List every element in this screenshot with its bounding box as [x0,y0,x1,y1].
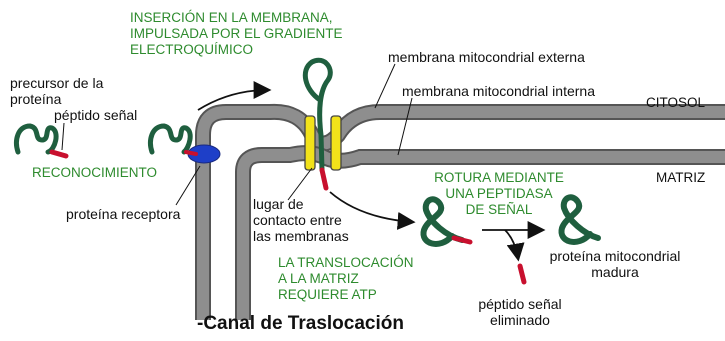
channel-left-pore [304,115,316,171]
cleavage-line-1: ROTURA MEDIANTE [434,170,564,185]
translocation-label: LA TRANSLOCACIÓN A LA MATRIZ REQUIERE AT… [278,255,414,303]
pointer-receptor [175,165,201,206]
outer-membrane-label: membrana mitocondrial externa [388,49,585,65]
title-line-1: INSERCIÓN EN LA MEMBRANA, [130,10,333,25]
pointer-contact-site [287,167,313,201]
protein-at-receptor [148,123,193,155]
matrix-protein-signal [451,235,473,245]
pointer-signal-peptide [61,122,65,151]
precursor-signal [49,149,69,159]
removed-peptide-line-1: péptido señal [478,296,562,312]
cytosol-label: CITOSOL [646,95,706,110]
recognition-label: RECONOCIMIENTO [32,165,158,180]
arrow-to-membrane [197,81,272,111]
mature-protein-label: proteína mitocondrial madura [540,248,690,280]
cleavage-line-3: DE SEÑAL [465,202,533,217]
cleavage-line-2: UNA PEPTIDASA [445,186,553,201]
matrix-protein [420,196,465,247]
matrix-label: MATRIZ [656,170,706,185]
removed-peptide-line-2: eliminado [490,312,550,328]
inner-membrane-label: membrana mitocondrial interna [402,83,595,99]
pointer-inner-membrane [397,97,413,156]
precursor-protein [14,123,59,155]
receptor-protein-label: proteína receptora [66,206,181,222]
contact-site-line-3: las membranas [253,228,349,244]
title-line-2: IMPULSADA POR EL GRADIENTE [130,26,343,41]
cleavage-label: ROTURA MEDIANTE UNA PEPTIDASA DE SEÑAL [432,170,566,218]
pointer-outer-membrane [374,63,396,109]
contact-site-label: lugar de contacto entre las membranas [253,196,349,244]
protein-inserting-signal [319,167,329,191]
receptor-bound-signal [184,150,198,156]
arrow-to-matrix [329,191,416,230]
precursor-label-line-1: precursor de la [10,75,104,91]
precursor-label: precursor de la proteína [10,75,103,107]
translocation-line-3: REQUIERE ATP [278,287,377,302]
channel-right-pore [330,115,342,171]
removed-peptide-label: péptido señal eliminado [460,296,580,328]
title-line-3: ELECTROQUÍMICO [130,42,254,57]
translocation-line-1: LA TRANSLOCACIÓN [278,255,414,270]
contact-site-line-1: lugar de [253,196,304,212]
signal-peptide-label: péptido señal [54,107,138,123]
protein-inserting [302,57,333,173]
title-heading: INSERCIÓN EN LA MEMBRANA, IMPULSADA POR … [130,10,343,58]
translocation-line-2: A LA MATRIZ [278,271,359,286]
removed-signal-peptide [517,263,527,285]
figure-caption: -Canal de Traslocación [197,313,404,334]
precursor-label-line-2: proteína [10,91,62,107]
arrow-to-removed-peptide [504,229,525,262]
mature-protein-line-2: madura [591,264,639,280]
contact-site-line-2: contacto entre [253,212,342,228]
mature-protein-line-1: proteína mitocondrial [549,248,681,264]
mature-protein [558,194,601,245]
